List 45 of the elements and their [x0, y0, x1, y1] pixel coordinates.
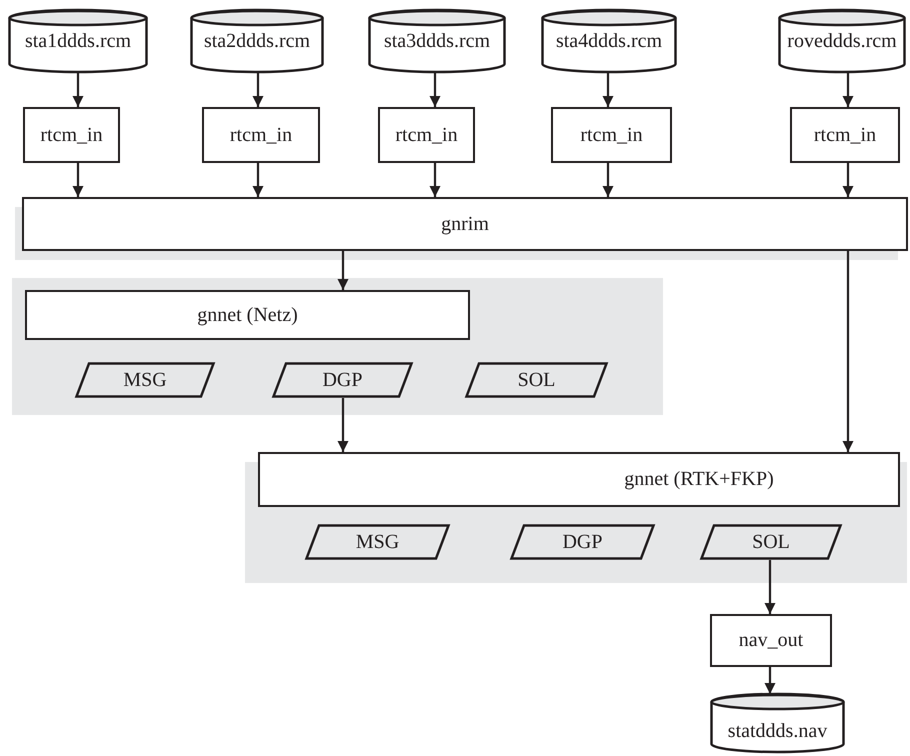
file-name: sta2ddds.rcm — [204, 30, 310, 52]
module-name: rtcm_in — [230, 124, 292, 146]
module-name: MSG — [356, 530, 400, 554]
process-box — [378, 107, 475, 163]
process-box — [22, 197, 908, 251]
arrow — [72, 72, 84, 107]
module-name: gnrim — [441, 212, 489, 236]
file-name: sta3ddds.rcm — [384, 30, 490, 52]
module-name: SOL — [518, 368, 556, 392]
file-name: sta4ddds.rcm — [556, 30, 662, 52]
process-box — [710, 614, 832, 667]
arrow — [764, 667, 776, 694]
module-name: rtcm_in — [395, 124, 458, 146]
module-name: nav_out — [738, 629, 804, 652]
module-name: rtcm_in — [40, 124, 103, 146]
file-name: roveddds.rcm — [787, 30, 897, 52]
arrow — [602, 72, 614, 107]
module-name: DGP — [322, 368, 362, 392]
module-name: rtcm_in — [580, 124, 643, 146]
process-box — [25, 290, 470, 340]
arrow — [430, 72, 440, 107]
module-name: MSG — [123, 368, 167, 392]
arrow — [252, 72, 264, 107]
module-name: SOL — [752, 530, 790, 554]
arrow — [842, 72, 854, 107]
process-box — [790, 107, 900, 163]
file-name: sta1ddds.rcm — [24, 30, 132, 52]
arrow — [602, 163, 614, 197]
arrow — [842, 251, 854, 452]
arrow — [430, 163, 440, 197]
process-box — [23, 107, 120, 163]
arrow — [842, 163, 854, 197]
arrow — [252, 163, 264, 197]
arrow — [764, 560, 776, 614]
module-name: gnnet (Netz) — [197, 304, 298, 326]
module-name: DGP — [562, 530, 602, 554]
module-name: rtcm_in — [814, 124, 876, 146]
arrow — [72, 163, 84, 197]
process-box — [258, 452, 900, 507]
file-name: statddds.nav — [728, 720, 828, 742]
arrow — [338, 251, 348, 290]
arrow — [338, 398, 348, 452]
process-box — [551, 107, 672, 163]
module-name: gnnet (RTK+FKP) — [624, 468, 774, 491]
process-box — [202, 107, 320, 163]
